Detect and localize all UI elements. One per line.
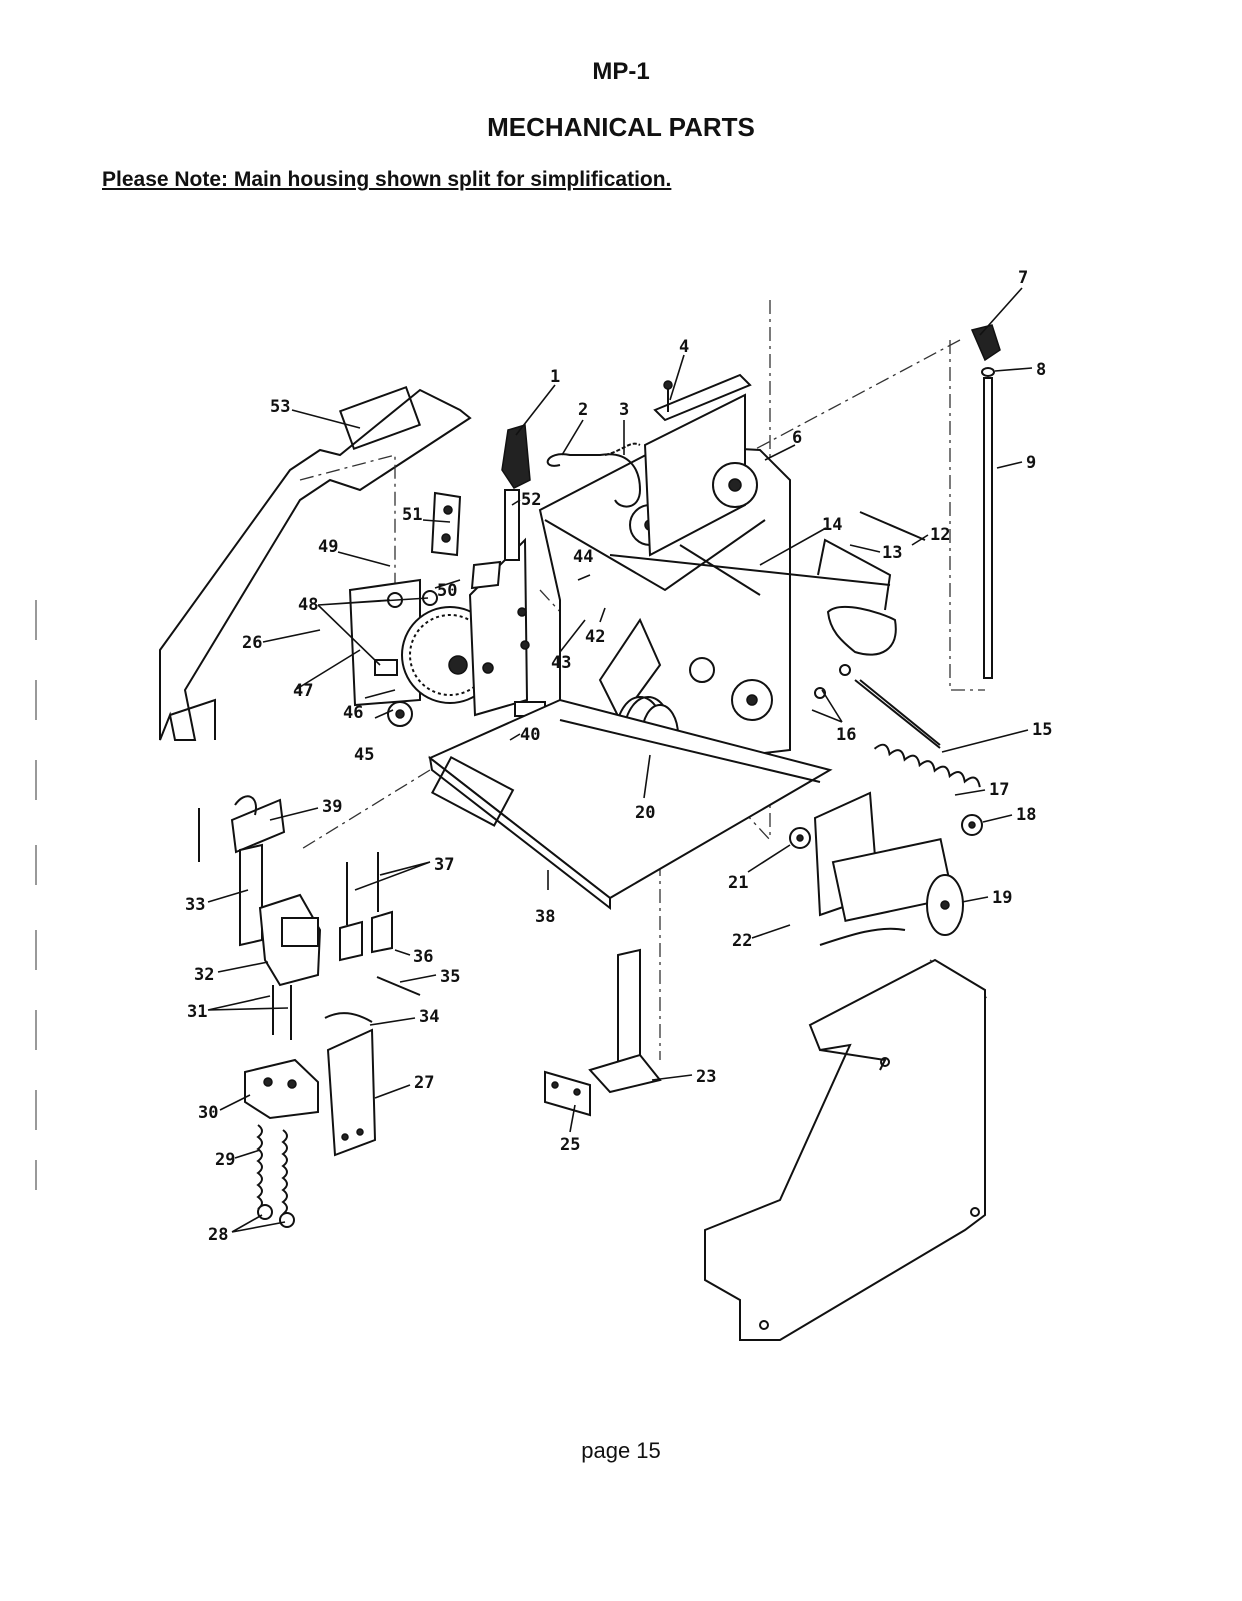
callout-51: 51 — [402, 505, 422, 525]
top-cover-plate — [653, 373, 752, 422]
document-note: Please Note: Main housing shown split fo… — [102, 168, 672, 191]
callout-34: 34 — [419, 1007, 439, 1027]
base-tray — [428, 698, 833, 911]
handle-bracket — [817, 511, 926, 656]
chain-spring — [546, 442, 642, 508]
callout-19: 19 — [992, 888, 1012, 908]
callout-2: 2 — [578, 400, 588, 420]
callout-12: 12 — [930, 525, 950, 545]
callout-17: 17 — [989, 780, 1009, 800]
document-code: MP-1 — [592, 58, 650, 85]
callout-29: 29 — [215, 1150, 235, 1170]
callout-labels: 1 2 3 4 6 7 8 9 12 13 14 15 16 17 18 19 … — [185, 268, 1052, 1245]
callout-33: 33 — [185, 895, 205, 915]
callout-8: 8 — [1036, 360, 1046, 380]
callout-53: 53 — [270, 397, 290, 417]
lever-assembly — [468, 424, 546, 748]
callout-21: 21 — [728, 873, 748, 893]
callout-23: 23 — [696, 1067, 716, 1087]
callout-13: 13 — [882, 543, 902, 563]
shaft-spring — [814, 664, 983, 836]
callout-1: 1 — [550, 367, 560, 387]
callout-4: 4 — [679, 337, 689, 357]
callout-50: 50 — [437, 581, 457, 601]
callout-43: 43 — [551, 653, 571, 673]
callout-27: 27 — [414, 1073, 434, 1093]
callout-32: 32 — [194, 965, 214, 985]
callout-15: 15 — [1032, 720, 1052, 740]
callout-45: 45 — [354, 745, 374, 765]
right-housing-cover — [704, 958, 986, 1341]
callout-16: 16 — [836, 725, 856, 745]
callout-26: 26 — [242, 633, 262, 653]
bracket-23 — [544, 948, 662, 1117]
callout-28: 28 — [208, 1225, 228, 1245]
callout-18: 18 — [1016, 805, 1036, 825]
motor-assembly — [789, 791, 964, 946]
callout-25: 25 — [560, 1135, 580, 1155]
callout-9: 9 — [1026, 453, 1036, 473]
callout-39: 39 — [322, 797, 342, 817]
callout-22: 22 — [732, 931, 752, 951]
callout-42: 42 — [585, 627, 605, 647]
callout-30: 30 — [198, 1103, 218, 1123]
left-housing-cover — [159, 385, 472, 741]
callout-49: 49 — [318, 537, 338, 557]
callout-40: 40 — [520, 725, 540, 745]
callout-37: 37 — [434, 855, 454, 875]
callout-35: 35 — [440, 967, 460, 987]
callout-36: 36 — [413, 947, 433, 967]
page-number: page 15 — [581, 1438, 661, 1463]
callout-44: 44 — [573, 547, 593, 567]
callout-52: 52 — [521, 490, 541, 510]
callout-48: 48 — [298, 595, 318, 615]
callout-47: 47 — [293, 681, 313, 701]
vertical-rod — [970, 324, 1001, 679]
document-title: MECHANICAL PARTS — [487, 112, 755, 142]
callout-46: 46 — [343, 703, 363, 723]
callout-3: 3 — [619, 400, 629, 420]
callout-20: 20 — [635, 803, 655, 823]
callout-14: 14 — [822, 515, 842, 535]
leader-lines — [207, 287, 1033, 1233]
callout-7: 7 — [1018, 268, 1028, 288]
callout-6: 6 — [792, 428, 802, 448]
callout-31: 31 — [187, 1002, 207, 1022]
left-solenoid-assembly — [198, 795, 421, 1228]
callout-38: 38 — [535, 907, 555, 927]
